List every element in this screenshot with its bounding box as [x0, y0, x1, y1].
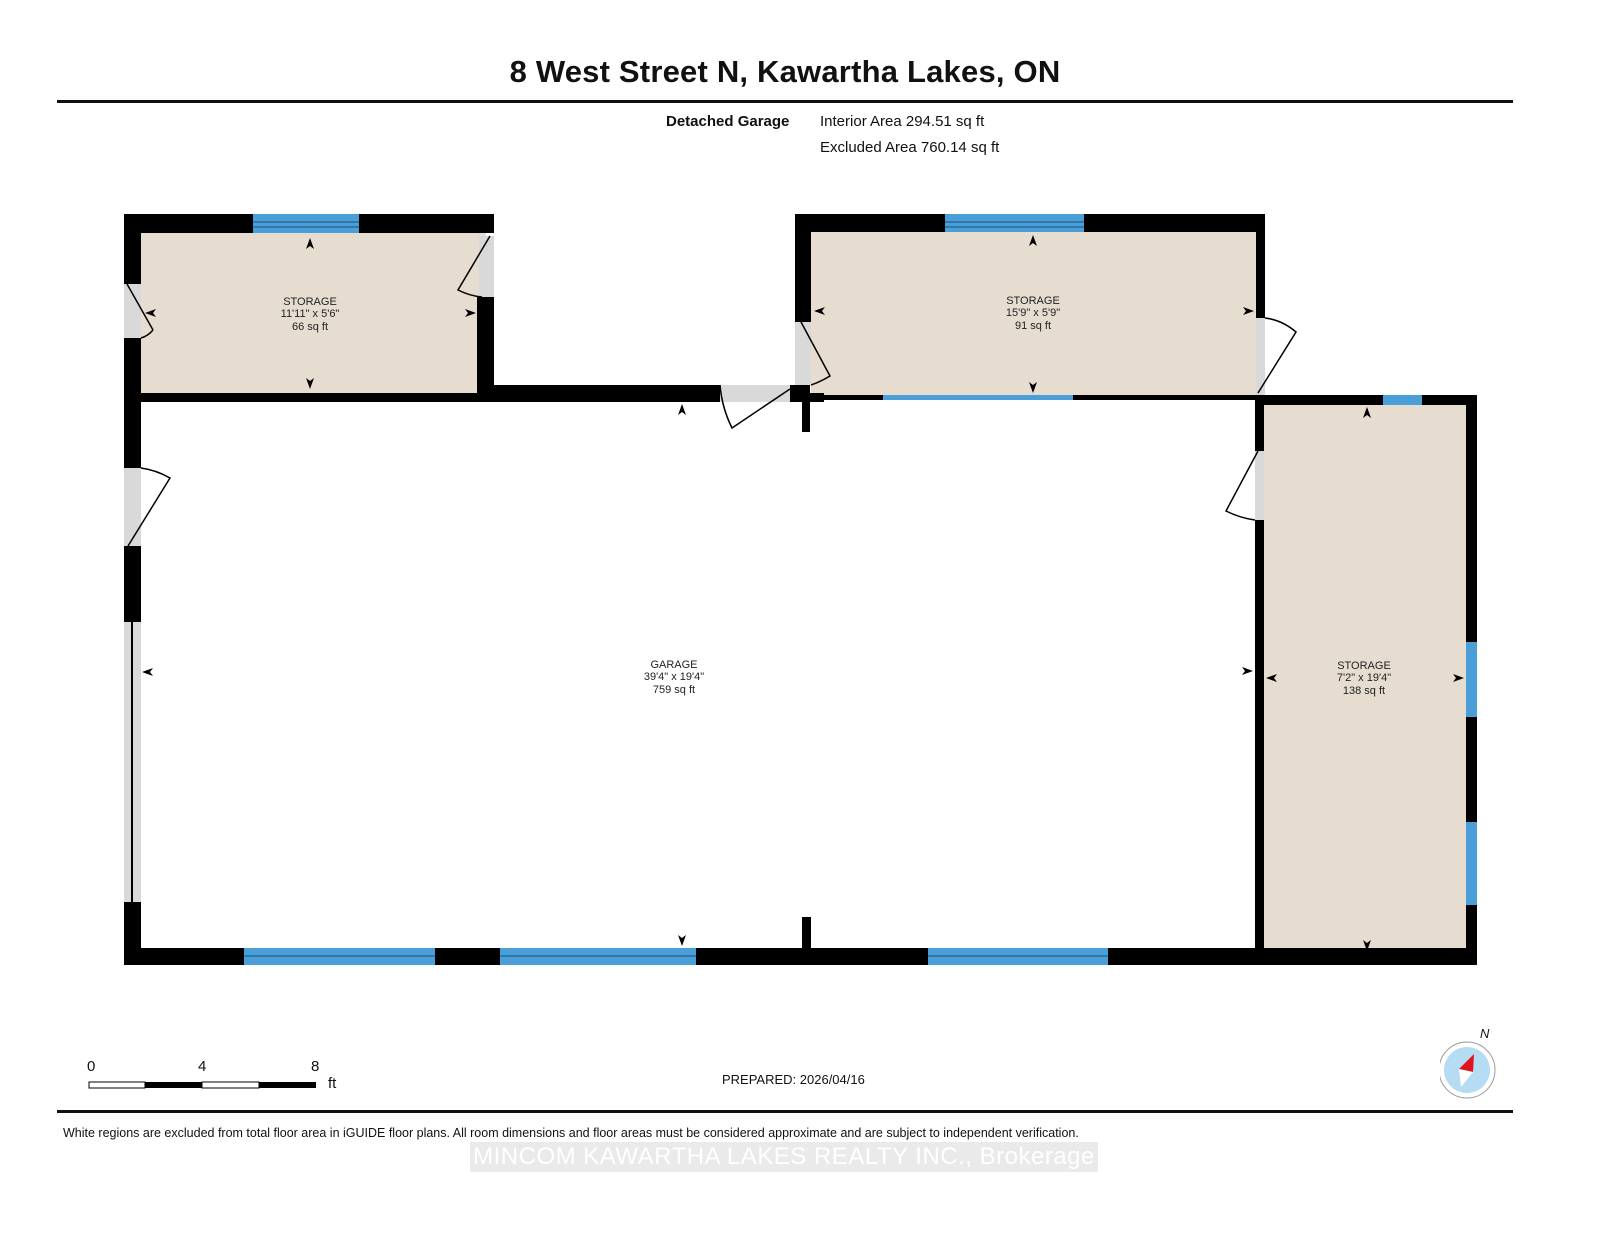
- scale-bar: [88, 1081, 316, 1089]
- dimension-arrow-icons: [142, 235, 1464, 951]
- window-icons: [244, 214, 1477, 965]
- room-label-garage: GARAGE 39'4" x 19'4" 759 sq ft: [644, 659, 704, 696]
- svg-text:66 sq ft: 66 sq ft: [292, 321, 328, 333]
- svg-text:759 sq ft: 759 sq ft: [653, 684, 695, 696]
- svg-text:11'11" x 5'6": 11'11" x 5'6": [281, 308, 340, 320]
- svg-text:91 sq ft: 91 sq ft: [1015, 320, 1051, 332]
- compass-icon: [1438, 1041, 1496, 1099]
- scale-label-4: 4: [198, 1058, 207, 1075]
- svg-text:STORAGE: STORAGE: [1006, 295, 1060, 307]
- svg-text:STORAGE: STORAGE: [283, 296, 337, 308]
- brokerage-watermark: MINCOM KAWARTHA LAKES REALTY INC., Broke…: [470, 1142, 1098, 1172]
- footer-divider: [57, 1110, 1513, 1113]
- disclaimer-text: White regions are excluded from total fl…: [63, 1126, 1079, 1140]
- excluded-area: Excluded Area 760.14 sq ft: [820, 139, 1000, 156]
- svg-text:15'9" x 5'9": 15'9" x 5'9": [1006, 307, 1060, 319]
- room-label-storage-2: STORAGE 15'9" x 5'9" 91 sq ft: [1006, 295, 1060, 332]
- compass: N: [1438, 1026, 1500, 1105]
- svg-text:GARAGE: GARAGE: [650, 659, 697, 671]
- page-title: 8 West Street N, Kawartha Lakes, ON: [509, 54, 1061, 89]
- svg-text:39'4" x 19'4": 39'4" x 19'4": [644, 671, 704, 683]
- prepared-date: PREPARED: 2026/04/16: [722, 1072, 865, 1087]
- scale-unit: ft: [328, 1075, 337, 1092]
- svg-text:STORAGE: STORAGE: [1337, 660, 1391, 672]
- compass-north-label: N: [1480, 1026, 1490, 1041]
- door-swing-icons: [126, 235, 1297, 547]
- storage-room-1-fill: [141, 233, 486, 393]
- header-divider: [57, 100, 1513, 103]
- room-label-storage-3: STORAGE 7'2" x 19'4" 138 sq ft: [1337, 660, 1391, 697]
- svg-text:7'2" x 19'4": 7'2" x 19'4": [1337, 672, 1391, 684]
- scale-label-8: 8: [311, 1058, 320, 1075]
- svg-text:138 sq ft: 138 sq ft: [1343, 685, 1385, 697]
- storage-room-2-fill: [811, 232, 1258, 395]
- storage-room-4-fill: [1263, 404, 1466, 952]
- interior-area: Interior Area 294.51 sq ft: [820, 113, 985, 130]
- building-label: Detached Garage: [666, 113, 790, 130]
- room-label-storage-1: STORAGE 11'11" x 5'6" 66 sq ft: [281, 296, 340, 333]
- scale-label-0: 0: [87, 1058, 96, 1075]
